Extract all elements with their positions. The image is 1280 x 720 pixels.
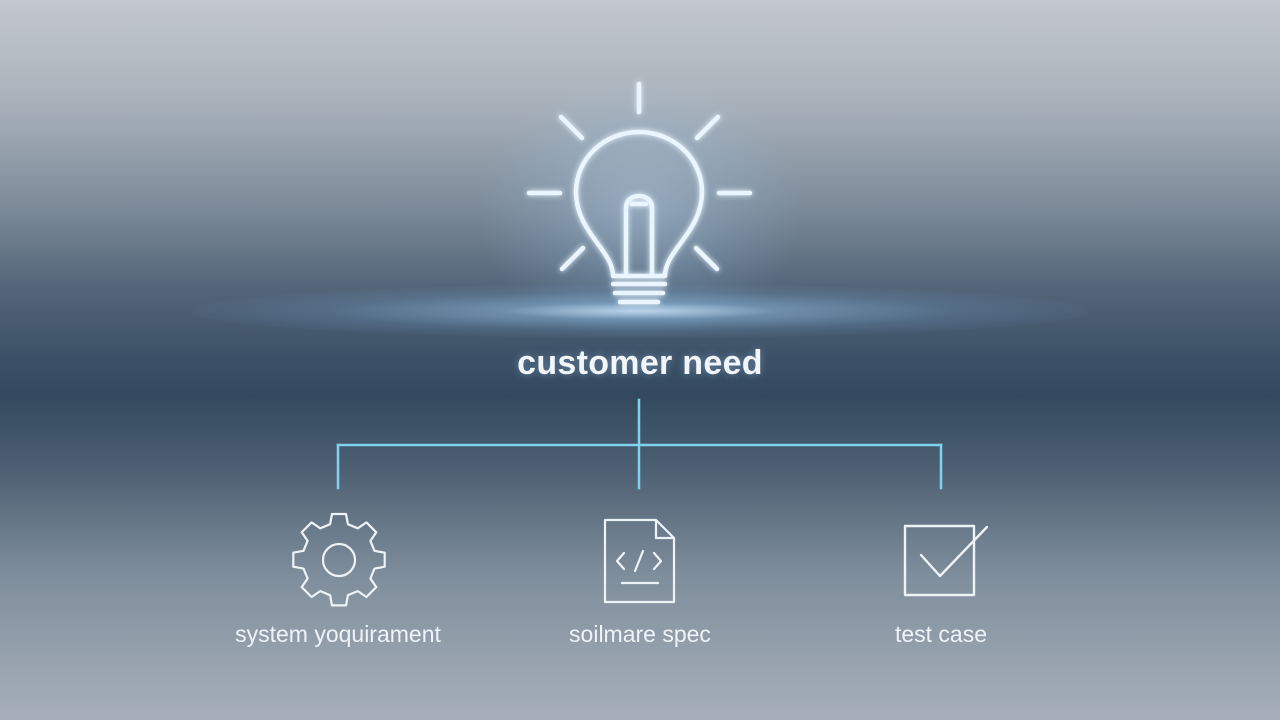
lightbulb-ray bbox=[694, 114, 721, 141]
code-document-icon bbox=[603, 518, 676, 604]
checkbox-icon bbox=[903, 524, 989, 597]
child-node-label-1: system yoquirament bbox=[235, 621, 441, 647]
root-node-label: customer need bbox=[517, 344, 763, 382]
child-node-label-3: test case bbox=[894, 621, 988, 647]
lightbulb-ray bbox=[558, 114, 585, 141]
lightbulb-icon bbox=[526, 81, 753, 305]
connector-tree bbox=[336, 398, 943, 490]
lightbulb-filament bbox=[623, 193, 655, 279]
lightbulb-glass bbox=[573, 129, 705, 279]
lightbulb-ray bbox=[693, 245, 720, 272]
child-node-label-2: soilmare spec bbox=[569, 621, 711, 647]
gear-icon bbox=[292, 512, 386, 607]
lightbulb-ray bbox=[559, 245, 586, 272]
